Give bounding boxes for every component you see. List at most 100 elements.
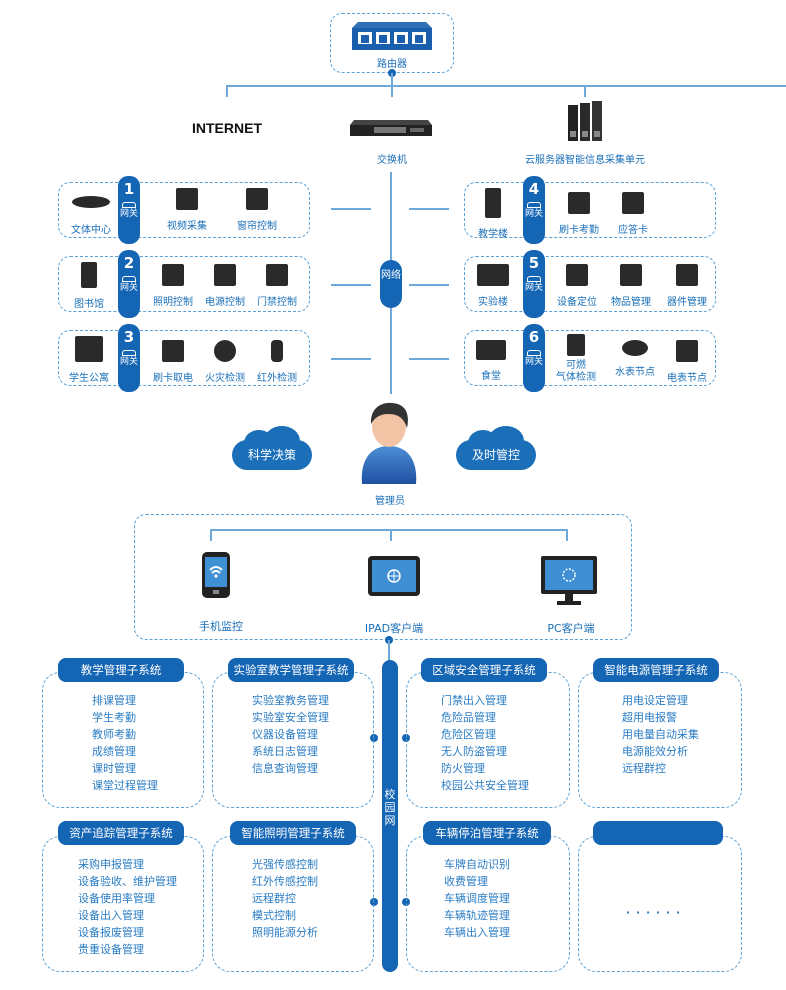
- keypad-icon: [266, 264, 288, 286]
- gas-detector-icon: [567, 334, 585, 356]
- client-pc-label: PC客户端: [547, 622, 595, 635]
- list-item: 光强传感控制: [252, 858, 318, 871]
- server-icon: [568, 101, 602, 141]
- subsystem-list-lighting: 光强传感控制红外传感控制远程群控 模式控制照明能源分析: [252, 856, 318, 941]
- gateway-row-3: [58, 330, 310, 386]
- list-item: 危险区管理: [441, 728, 496, 741]
- list-item: 车辆调度管理: [444, 892, 510, 905]
- admin-label: 管理员: [375, 496, 405, 507]
- client-ipad-label: IPAD客户端: [364, 622, 424, 635]
- list-item: 采购申报管理: [78, 858, 144, 871]
- item-infrared-detection[interactable]: 红外检测: [250, 340, 304, 385]
- clients-box: [134, 514, 632, 640]
- item-component-management[interactable]: 器件管理: [660, 264, 714, 309]
- infrared-sensor-icon: [271, 340, 283, 362]
- list-item: 实验室教务管理: [252, 694, 329, 707]
- list-item: 系统日志管理: [252, 745, 318, 758]
- subsystem-title-teaching[interactable]: 教学管理子系统: [58, 658, 184, 682]
- lab-building-icon: [477, 264, 509, 286]
- building-teaching: 教学楼: [468, 188, 518, 241]
- item-device-location[interactable]: 设备定位: [550, 264, 604, 309]
- list-item: 照明能源分析: [252, 926, 318, 939]
- building-dormitory: 学生公寓: [62, 336, 116, 385]
- power-socket-icon: [214, 264, 236, 286]
- item-curtain-control[interactable]: 窗帘控制: [230, 188, 284, 233]
- admin-avatar-icon: [361, 402, 417, 484]
- subsystem-title-parking[interactable]: 车辆停泊管理子系统: [423, 821, 551, 845]
- water-meter-icon: [622, 340, 648, 356]
- electric-meter-icon: [676, 340, 698, 362]
- network-pill: 网络: [380, 260, 402, 308]
- backbone-line: [226, 85, 786, 87]
- dormitory-icon: [75, 336, 103, 362]
- router-label: 路由器: [377, 59, 407, 70]
- light-switch-icon: [162, 264, 184, 286]
- building-library: 图书馆: [64, 262, 114, 311]
- item-card-attendance[interactable]: 刷卡考勤: [552, 192, 606, 237]
- list-item: 课堂过程管理: [92, 779, 158, 792]
- campus-network-bar: 校园网: [382, 660, 398, 972]
- item-fire-detection[interactable]: 火灾检测: [198, 340, 252, 385]
- subsystem-title-area-security[interactable]: 区域安全管理子系统: [421, 658, 547, 682]
- switch-icon: [350, 120, 432, 136]
- list-item: 车牌自动识别: [444, 858, 510, 871]
- server-link: [584, 85, 586, 97]
- subsystem-title-asset[interactable]: 资产追踪管理子系统: [58, 821, 184, 845]
- list-item: 车辆轨迹管理: [444, 909, 510, 922]
- subsystem-list-power: 用电设定管理超用电报警用电量自动采集 电源能效分析远程群控: [622, 692, 699, 777]
- library-building-icon: [81, 262, 97, 288]
- campus-dot-left-1: [370, 734, 378, 742]
- gateway-row-2: [58, 256, 310, 312]
- answer-card-icon: [622, 192, 644, 214]
- list-item: 收费管理: [444, 875, 488, 888]
- item-video-capture[interactable]: 视频采集: [160, 188, 214, 233]
- list-item: 无人防盗管理: [441, 745, 507, 758]
- building-canteen: 食堂: [468, 340, 514, 383]
- grid-cabinet-icon: [620, 264, 642, 286]
- list-item: 设备使用率管理: [78, 892, 155, 905]
- client-phone-label: 手机监控: [199, 620, 243, 633]
- subsystem-title-lab-teaching[interactable]: 实验室教学管理子系统: [228, 658, 354, 682]
- row-link-2: [331, 284, 371, 286]
- item-lighting-control[interactable]: 照明控制: [146, 264, 200, 309]
- list-item: 模式控制: [252, 909, 296, 922]
- list-item: 防火管理: [441, 762, 485, 775]
- gateway-row-5: [464, 256, 716, 312]
- campus-dot-left-2: [370, 898, 378, 906]
- subsystem-title-lighting[interactable]: 智能照明管理子系统: [230, 821, 356, 845]
- client-link-pc: [566, 529, 568, 541]
- internet-label: INTERNET: [192, 120, 262, 136]
- list-item: 电源能效分析: [622, 745, 688, 758]
- item-goods-management[interactable]: 物品管理: [604, 264, 658, 309]
- item-power-control[interactable]: 电源控制: [198, 264, 252, 309]
- item-access-control[interactable]: 门禁控制: [250, 264, 304, 309]
- list-item: 教师考勤: [92, 728, 136, 741]
- list-item: 远程群控: [622, 762, 666, 775]
- subsystem-list-parking: 车牌自动识别收费管理车辆调度管理 车辆轨迹管理车辆出入管理: [444, 856, 510, 941]
- item-electric-meter[interactable]: 电表节点: [660, 340, 714, 385]
- pc-monitor-icon: [541, 556, 597, 605]
- list-item: 成绩管理: [92, 745, 136, 758]
- item-answer-card[interactable]: 应答卡: [606, 192, 660, 237]
- subsystem-title-power[interactable]: 智能电源管理子系统: [593, 658, 719, 682]
- item-card-power[interactable]: 刷卡取电: [146, 340, 200, 385]
- item-water-meter[interactable]: 水表节点: [608, 340, 662, 379]
- list-item: 学生考勤: [92, 711, 136, 724]
- item-gas-detection[interactable]: 可燃气体检测: [552, 334, 600, 384]
- list-item: 超用电报警: [622, 711, 677, 724]
- row-link-3: [331, 358, 371, 360]
- cloud-timely-control: 及时管控: [456, 426, 536, 470]
- clients-campus-link: [388, 640, 390, 662]
- canteen-icon: [476, 340, 506, 360]
- router-switch-link: [391, 73, 393, 97]
- list-item: 车辆出入管理: [444, 926, 510, 939]
- client-link-ipad: [390, 529, 392, 541]
- subsystem-title-more[interactable]: [593, 821, 723, 845]
- mobile-phone-icon: [202, 552, 230, 598]
- row-link-4: [409, 208, 449, 210]
